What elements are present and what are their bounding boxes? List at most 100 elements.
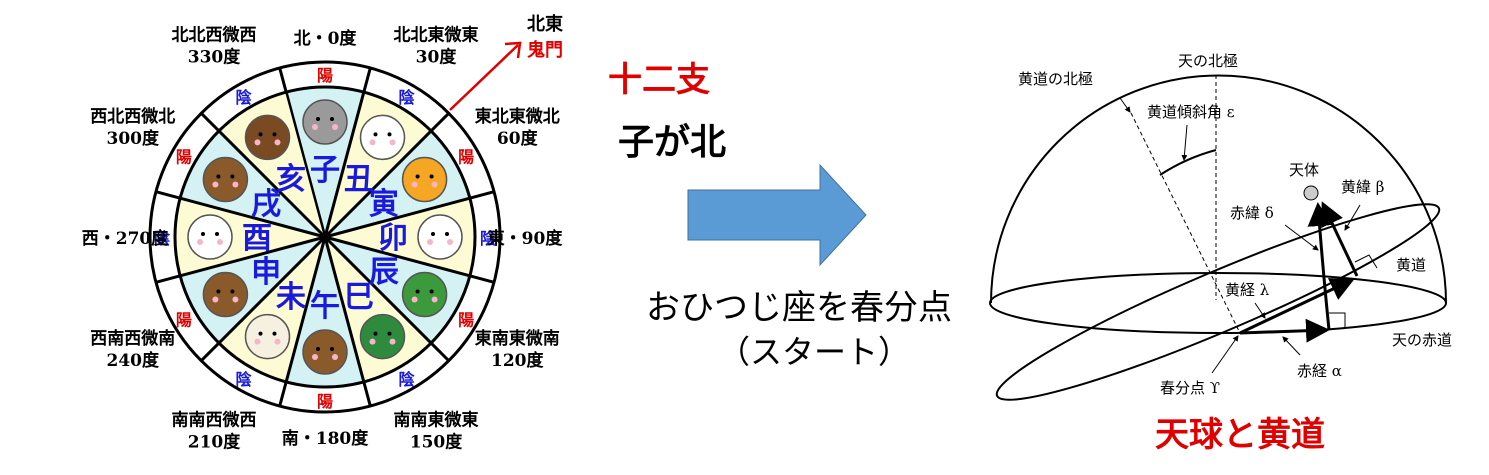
yang-label: 陽 <box>176 311 192 330</box>
cheek <box>312 354 318 360</box>
obliquity-arc <box>1159 149 1217 176</box>
celestial-equator <box>989 272 1447 334</box>
eye <box>429 174 434 179</box>
branch-ox: 丑 <box>344 162 374 197</box>
eye <box>316 117 320 121</box>
ra-arrow <box>1239 318 1330 343</box>
celestial-body-icon <box>1303 185 1319 201</box>
rabbit-icon <box>417 214 463 260</box>
cheek <box>254 139 261 146</box>
cheek <box>431 181 438 188</box>
label-north-pole: 天の北極 <box>1178 52 1238 70</box>
yang-label: 陽 <box>458 311 474 330</box>
cheek <box>427 239 433 245</box>
eye <box>216 289 221 294</box>
eye <box>258 132 263 137</box>
cheek <box>332 354 338 360</box>
direction-label: 240度 <box>106 350 159 371</box>
cheek <box>369 139 376 146</box>
cheek <box>212 181 219 188</box>
north-note: 子が北 <box>618 122 727 163</box>
dec-arrow <box>1307 202 1332 331</box>
sector-divider <box>323 235 450 362</box>
branch-monkey: 申 <box>251 255 281 290</box>
cheek <box>411 296 418 303</box>
dog-icon <box>202 156 249 203</box>
yin-label: 陰 <box>398 370 415 389</box>
vernal-start-sub: （スタート） <box>718 333 911 371</box>
label-obliquity: 黄道傾斜角 ε <box>1147 103 1235 121</box>
eye <box>431 232 435 236</box>
direction-label: 南南西微西 <box>172 409 257 430</box>
sector-divider <box>324 235 495 284</box>
sector-divider <box>200 112 327 239</box>
branch-dragon: 辰 <box>369 255 399 290</box>
eye <box>415 289 420 294</box>
sector-divider <box>278 236 327 407</box>
kimon-arrow-head-icon <box>504 41 522 59</box>
rat-icon <box>302 99 348 145</box>
lon-arrow <box>1239 278 1355 335</box>
dragon-icon <box>401 271 448 318</box>
cheek <box>447 239 453 245</box>
yin-label: 陰 <box>398 88 415 107</box>
branch-rooster: 酉 <box>242 221 272 256</box>
branch-horse: 午 <box>310 289 340 324</box>
eye <box>215 232 219 236</box>
cheek <box>197 239 203 245</box>
zodiac-wheel: 子陽北・0度丑陰北北東微東30度寅陽東北東微北60度卯陰東・90度辰陽東南東微南… <box>82 13 564 452</box>
sector-divider <box>324 190 495 239</box>
direction-label: 南・180度 <box>282 428 369 449</box>
direction-label: 西南西微南 <box>90 328 175 349</box>
yin-label: 陰 <box>154 229 171 248</box>
center-hub <box>322 234 328 240</box>
label-equator: 天の赤道 <box>1392 331 1452 349</box>
sphere-caption: 天球と黄道 <box>1155 415 1325 455</box>
sector-divider <box>323 236 372 407</box>
kimon-label: 鬼門 <box>527 39 563 61</box>
direction-label: 南南東微東 <box>394 409 479 430</box>
northeast-label: 北東 <box>527 13 563 35</box>
direction-label: 300度 <box>106 128 159 149</box>
direction-label: 150度 <box>410 431 463 452</box>
cheek <box>312 124 318 130</box>
cheek <box>232 181 239 188</box>
cheek <box>217 239 223 245</box>
cheek <box>332 124 338 130</box>
tiger-icon <box>401 156 448 203</box>
direction-label: 北北西微西 <box>172 25 257 46</box>
snake-icon <box>359 313 406 360</box>
cheek <box>212 296 219 303</box>
sector-divider <box>323 112 450 239</box>
label-ecl-lat: 黄緯 β <box>1341 178 1384 196</box>
rooster-icon <box>187 214 233 260</box>
label-vernal: 春分点 ϒ <box>1160 379 1220 397</box>
dome <box>990 74 1447 304</box>
eye <box>330 117 334 121</box>
direction-label: 北北東微東 <box>394 25 479 46</box>
kimon-arrow <box>449 44 519 111</box>
ox-icon <box>359 114 406 161</box>
eye <box>316 347 320 351</box>
branch-boar: 亥 <box>276 162 306 197</box>
cheek <box>389 139 396 146</box>
zodiac-title: 十二支 <box>608 60 710 100</box>
cheek <box>369 338 376 345</box>
cheek <box>389 338 396 345</box>
label-body: 天体 <box>1289 161 1319 179</box>
cheek <box>411 181 418 188</box>
eye <box>387 132 392 137</box>
yang-label: 陽 <box>458 148 474 167</box>
direction-label: 西・270度 <box>82 228 169 249</box>
sector-divider <box>323 67 372 238</box>
horse-icon <box>302 329 348 375</box>
label-declination: 赤緯 δ <box>1230 204 1274 222</box>
branch-rabbit: 卯 <box>378 221 408 256</box>
eye <box>258 331 263 336</box>
cheek <box>274 338 281 345</box>
branch-dog: 戌 <box>251 187 281 222</box>
monkey-icon <box>202 271 249 318</box>
yang-label: 陽 <box>176 148 192 167</box>
branch-snake: 巳 <box>344 280 374 315</box>
eye <box>230 289 235 294</box>
